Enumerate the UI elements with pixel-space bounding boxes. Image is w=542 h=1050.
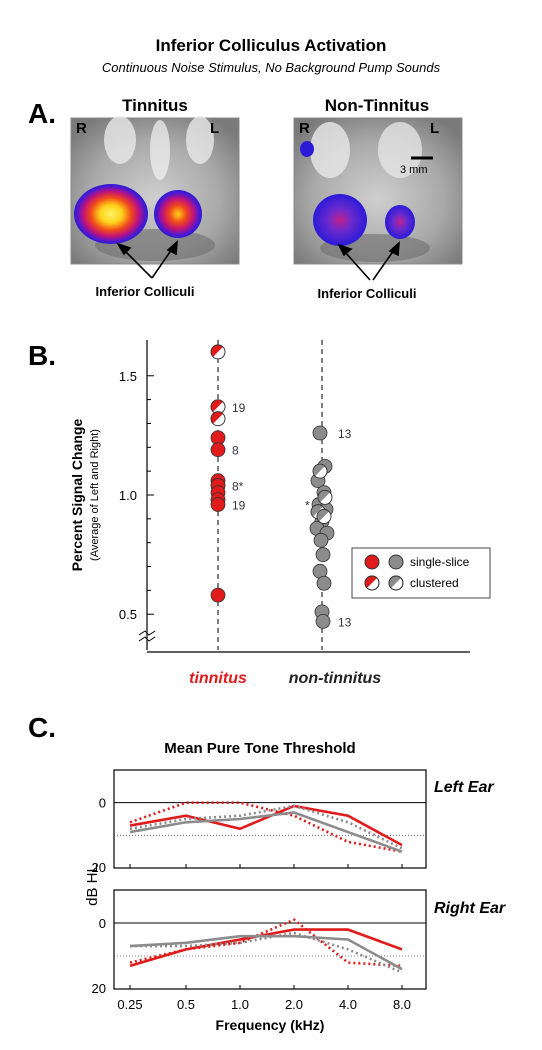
point-annotation: 19 — [232, 401, 246, 415]
point-annotation: 8 — [232, 444, 239, 458]
panel-a-letter: A. — [28, 98, 56, 129]
point-single-slice — [313, 532, 329, 548]
point-clustered — [210, 344, 226, 360]
point-clustered — [210, 411, 226, 427]
xtick-label: 4.0 — [339, 997, 357, 1012]
subplot-title: Right Ear — [434, 900, 506, 917]
non-tinnitus-right-colliculus-activation — [313, 194, 367, 246]
xtick-label: 0.5 — [177, 997, 195, 1012]
point-annotation: 13 — [338, 427, 352, 441]
point-annotation: * — [305, 499, 310, 513]
point-annotation: 13 — [338, 615, 352, 629]
point-single-slice — [210, 442, 226, 458]
threshold-series-line — [130, 931, 403, 974]
panel-c-xlabel: Frequency (kHz) — [216, 1017, 325, 1033]
legend-clustered-label: clustered — [410, 576, 459, 590]
xtick-label: 8.0 — [393, 997, 411, 1012]
panel-b-legend: single-slice clustered — [351, 547, 491, 599]
panel-c-letter: C. — [28, 712, 56, 743]
point-clustered — [210, 399, 226, 415]
threshold-series-line — [129, 934, 403, 971]
signal-change-scatter: Percent Signal Change (Average of Left a… — [69, 340, 491, 687]
tinnitus-right-colliculus-activation — [74, 184, 148, 244]
legend-single-slice-nontinnitus-marker — [388, 554, 404, 570]
panel-b-ylabel: Percent Signal Change — [69, 419, 85, 572]
point-clustered — [317, 489, 333, 505]
non-tinnitus-left-marker: L — [430, 120, 440, 137]
figure-subtitle: Continuous Noise Stimulus, No Background… — [101, 60, 441, 75]
right-ear-plot: 0 20 Right Ear — [92, 889, 506, 996]
tinnitus-left-colliculus-activation — [154, 190, 202, 238]
point-single-slice — [210, 587, 226, 603]
left-ear-plot: 0 20 Left Ear — [92, 769, 494, 875]
xtick-label: 2.0 — [285, 997, 303, 1012]
point-annotation: 8* — [232, 479, 244, 493]
legend-clustered-tinnitus-marker — [364, 575, 380, 591]
non-tinnitus-small-activation — [300, 141, 314, 157]
panel-c-ylabel: dB HL — [84, 864, 101, 906]
point-annotation: 19 — [232, 499, 246, 513]
panel-b-points — [210, 344, 335, 629]
point-single-slice — [312, 425, 328, 441]
threshold-series-line — [129, 801, 403, 853]
non-tinnitus-right-marker: R — [299, 120, 310, 137]
threshold-series-line — [129, 928, 403, 968]
ytick-label: 20 — [92, 981, 106, 996]
subplot-title: Left Ear — [434, 779, 494, 796]
panel-b-letter: B. — [28, 340, 56, 371]
non-tinnitus-left-colliculus-activation — [385, 205, 415, 239]
arrows — [116, 240, 400, 281]
point-single-slice — [210, 497, 226, 512]
point-clustered — [312, 463, 328, 479]
tinnitus-ic-label: Inferior Colliculi — [95, 284, 195, 299]
xtick-label: 0.25 — [117, 997, 142, 1012]
threshold-series-line — [129, 918, 403, 968]
panel-a-graphics — [70, 116, 463, 281]
ytick-label: 1.0 — [119, 488, 137, 503]
panel-b-axis: 0.5 1.0 1.5 — [119, 340, 470, 653]
tinnitus-left-marker: L — [210, 120, 220, 137]
scale-bar-label: 3 mm — [400, 164, 428, 176]
point-single-slice — [315, 613, 331, 629]
threshold-series-line — [129, 804, 403, 847]
panel-c-title: Mean Pure Tone Threshold — [164, 740, 356, 757]
point-single-slice — [315, 547, 331, 563]
ytick-label: 0 — [99, 916, 106, 931]
non-tinnitus-scan — [293, 117, 463, 265]
group-label-tinnitus: tinnitus — [189, 670, 247, 687]
tinnitus-right-marker: R — [76, 120, 87, 137]
legend-single-slice-tinnitus-marker — [364, 554, 380, 570]
panel-b-ylabel-sub: (Average of Left and Right) — [89, 429, 101, 561]
tinnitus-scan — [70, 116, 240, 265]
legend-clustered-nontinnitus-marker — [388, 575, 404, 591]
tinnitus-scan-title: Tinnitus — [122, 96, 188, 115]
point-clustered — [316, 509, 332, 524]
ytick-label: 0.5 — [119, 607, 137, 622]
xtick-label: 1.0 — [231, 997, 249, 1012]
non-tinnitus-ic-label: Inferior Colliculi — [317, 286, 417, 301]
figure-title: Inferior Colliculus Activation — [155, 36, 387, 55]
threshold-series-line — [129, 804, 403, 850]
threshold-series-line — [129, 811, 403, 853]
non-tinnitus-scan-title: Non-Tinnitus — [324, 96, 430, 115]
point-single-slice — [316, 575, 332, 591]
ytick-label: 20 — [92, 860, 106, 875]
panel-b-annotations: 19 8 8* 19 13 * 13 — [232, 401, 352, 630]
group-label-nontinnitus: non-tinnitus — [289, 670, 382, 687]
ytick-label: 0 — [99, 796, 106, 811]
legend-single-slice-label: single-slice — [410, 555, 470, 569]
ytick-label: 1.5 — [119, 369, 137, 384]
